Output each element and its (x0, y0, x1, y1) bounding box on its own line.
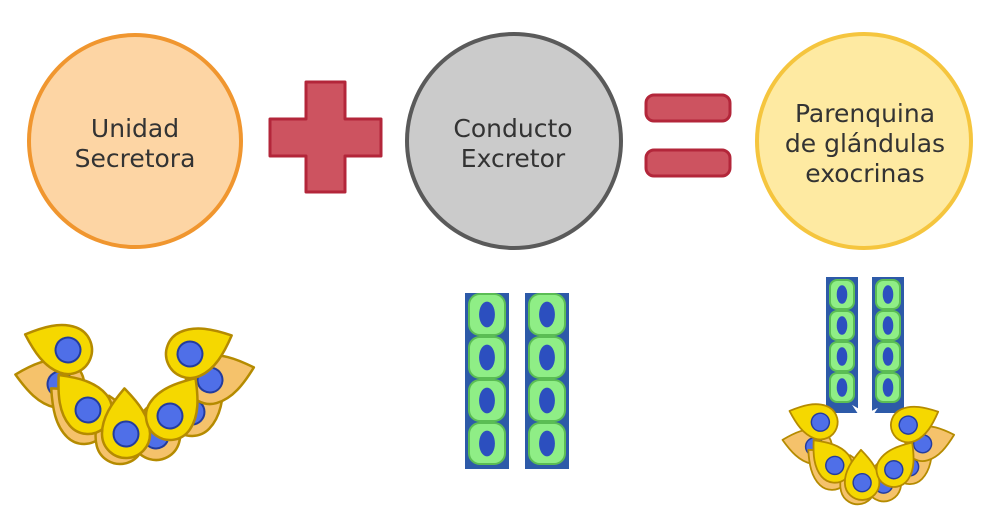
nucleus (884, 460, 904, 480)
nucleus (898, 415, 918, 435)
equals-bar-bottom (644, 148, 732, 178)
secretory-cell-0 (23, 323, 94, 376)
duct-nucleus (539, 301, 555, 328)
duct-nucleus (836, 316, 848, 335)
duct-nucleus (479, 387, 495, 414)
secretory-cell-1 (812, 439, 853, 484)
plus-icon (268, 80, 383, 194)
secretory-cell-3 (144, 376, 199, 442)
secretory-cell-4 (164, 327, 233, 380)
duct-nucleus (836, 285, 848, 304)
nucleus (810, 412, 831, 432)
duct-nucleus (479, 301, 495, 328)
nucleus (74, 396, 102, 424)
duct-nucleus (479, 344, 495, 371)
nucleus (156, 402, 184, 430)
gland-illustration (781, 403, 956, 506)
equals-bar-top (644, 93, 732, 123)
nucleus (54, 336, 82, 364)
duct-nucleus (882, 347, 894, 366)
secretory-cell-0 (788, 403, 839, 441)
duct-nucleus (539, 430, 555, 457)
secretory-cell-3 (875, 441, 915, 488)
secretory-cell-4 (890, 405, 940, 444)
gland-duct-illustration (826, 277, 904, 413)
circle-conducto (405, 32, 623, 250)
nucleus (176, 340, 204, 368)
lumen (847, 404, 881, 434)
duct-nucleus (836, 378, 848, 397)
secretory-cell-2 (100, 387, 152, 460)
duct-nucleus (539, 387, 555, 414)
duct-nucleus (882, 285, 894, 304)
duct-nucleus (836, 347, 848, 366)
duct-illustration (465, 293, 569, 469)
duct-nucleus (539, 344, 555, 371)
duct-nucleus (479, 430, 495, 457)
nucleus (825, 455, 845, 476)
acinus-illustration (14, 323, 256, 466)
nucleus (852, 472, 872, 493)
circle-parenquima (755, 32, 973, 250)
circle-unidad (27, 33, 243, 249)
duct-nucleus (882, 378, 894, 397)
lumen (106, 326, 152, 366)
duct-nucleus (882, 316, 894, 335)
nucleus (112, 420, 140, 448)
